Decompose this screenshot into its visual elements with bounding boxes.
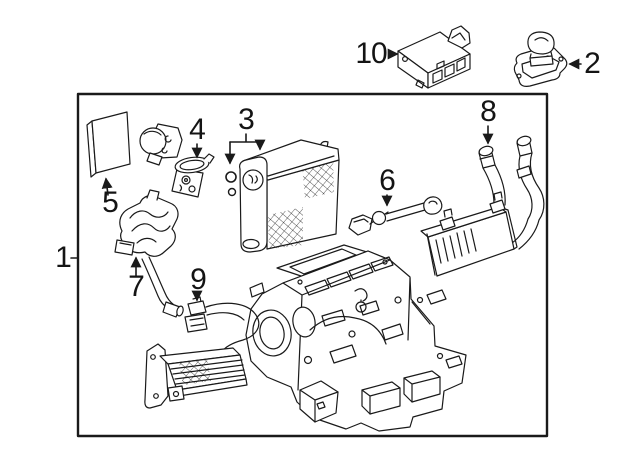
part-4-servo (171, 153, 215, 198)
callout-4: 4 (189, 113, 206, 146)
ptc-heater-element (144, 343, 248, 409)
leader-5 (101, 177, 113, 196)
part-2-servo-motor (513, 31, 568, 87)
callout-10: 10 (355, 37, 387, 70)
callout-2: 2 (584, 47, 601, 80)
callout-5: 5 (102, 186, 119, 219)
part-3-evaporator-core (225, 139, 340, 253)
part-10-control-module (397, 25, 471, 89)
o-ring-large (225, 171, 237, 183)
part-6-thermistor (348, 196, 443, 236)
hvac-case (245, 244, 467, 432)
heater-core (420, 191, 518, 277)
callout-6: 6 (379, 164, 396, 197)
o-ring-small (227, 187, 237, 197)
callout-8: 8 (480, 95, 497, 128)
callout-9: 9 (190, 263, 207, 296)
part-9-wire-harness (184, 296, 260, 359)
callout-leaders (70, 48, 582, 302)
servo-sub-assembly (139, 123, 183, 166)
callout-3: 3 (238, 103, 255, 136)
callout-1: 1 (55, 241, 72, 274)
callout-7: 7 (128, 270, 145, 303)
part-8-heater-pipes (420, 135, 545, 277)
part-7-tube-assembly (114, 189, 184, 318)
part-5-filter (86, 111, 131, 178)
